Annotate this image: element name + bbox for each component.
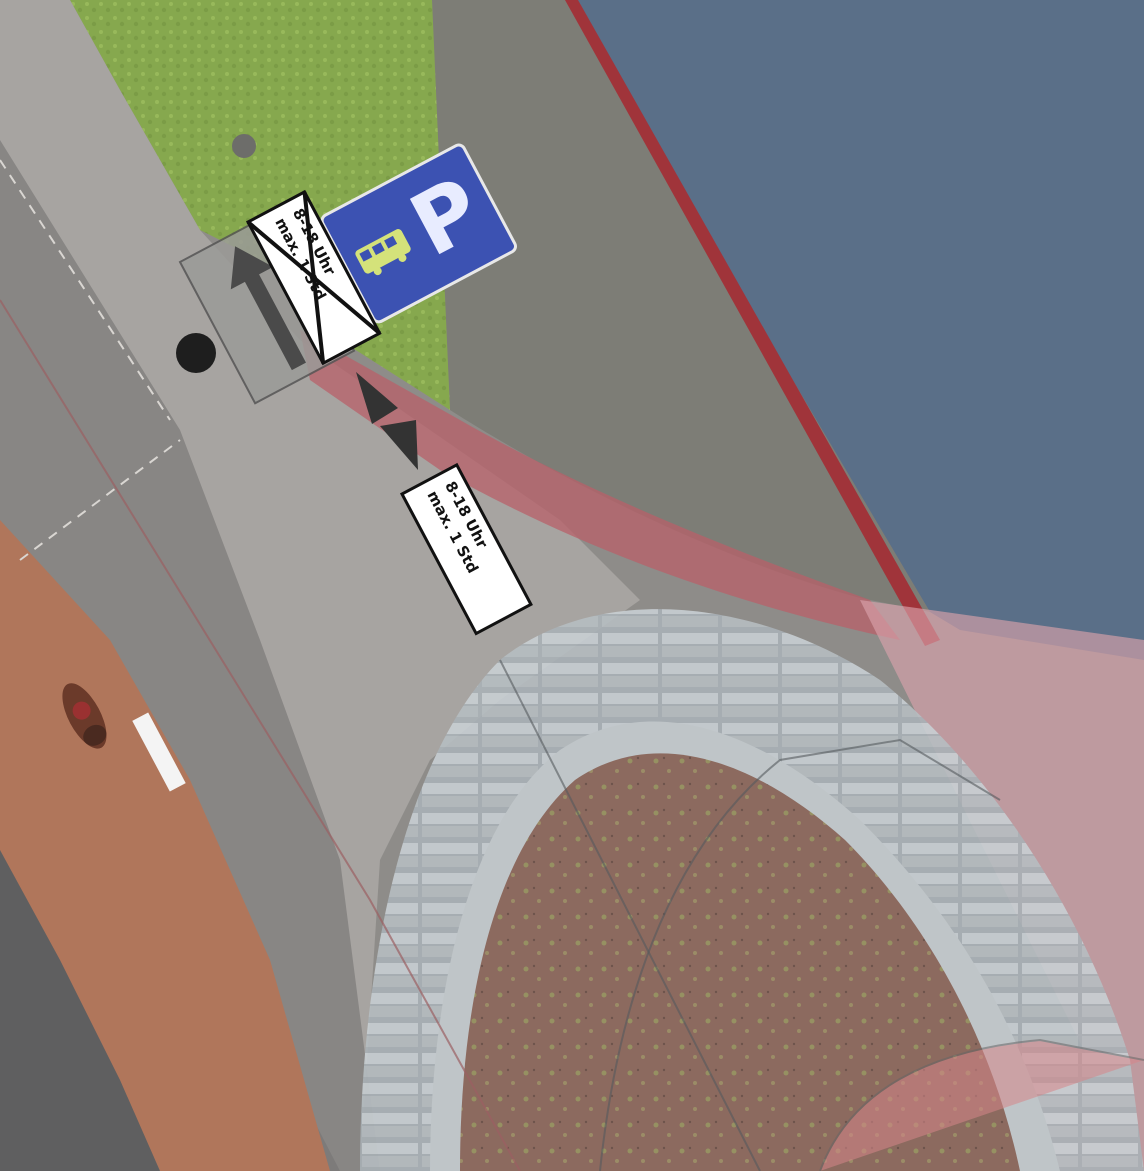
triangle-icon[interactable]: [356, 372, 418, 470]
pink-overlay: [820, 600, 1144, 1171]
lane-marker: [132, 712, 186, 792]
manhole: [232, 134, 256, 158]
parking-sign[interactable]: P: [320, 143, 518, 324]
red-circle-area: [819, 1038, 1144, 1171]
dashed-line-2: [19, 439, 181, 561]
arrow-up-icon: [230, 246, 306, 371]
curb-band: [300, 330, 900, 640]
bus-icon: [355, 229, 411, 276]
boundary-line: [0, 299, 521, 1171]
cyclist-icon: [62, 683, 107, 749]
dashed-line-1: [0, 159, 171, 421]
guide-curve: [599, 738, 1001, 1171]
sidewalk: [0, 0, 640, 1171]
gravel-area: [430, 0, 930, 612]
road-left: [0, 850, 160, 1171]
zusatz-sign[interactable]: max. 1 Std 8-18 Uhr: [399, 462, 533, 636]
dot-icon[interactable]: [176, 333, 216, 373]
guide-line: [499, 659, 761, 1171]
parking-area: [560, 0, 1144, 660]
direction-arrow-panel[interactable]: [178, 208, 356, 405]
parking-edge-line: [565, 0, 940, 646]
